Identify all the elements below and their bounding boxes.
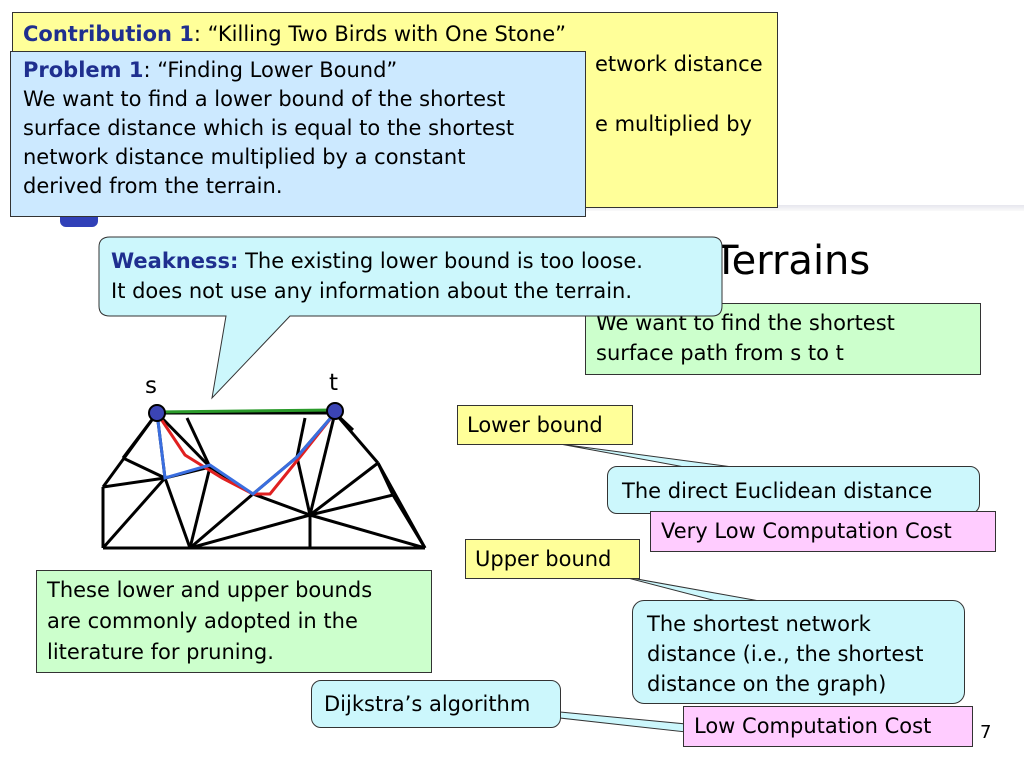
- goal-box: We want to find the shortest surface pat…: [585, 303, 981, 375]
- upper-bound-desc-line-1: The shortest network: [647, 612, 871, 636]
- dijkstra-callout-tail: [559, 711, 687, 733]
- upper-bound-desc-line-2: distance (i.e., the shortest: [647, 642, 924, 666]
- contribution-title-rest: : “Killing Two Birds with One Stone”: [193, 22, 566, 46]
- contribution-line-2: etwork distance: [595, 52, 763, 76]
- vertex-t: [326, 402, 344, 420]
- weakness-line-1-rest: The existing lower bound is too loose.: [238, 249, 643, 273]
- contribution-title-bold: Contribution 1: [23, 22, 194, 46]
- lower-bound-label: Lower bound: [457, 405, 633, 445]
- contribution-line-3: e multiplied by: [595, 112, 752, 136]
- problem-line-1: We want to find a lower bound of the sho…: [23, 87, 506, 111]
- problem-line-3: network distance multiplied by a constan…: [23, 145, 466, 169]
- network-path: [155, 412, 337, 496]
- problem-line-4: derived from the terrain.: [23, 174, 283, 198]
- contribution-title: Contribution 1: “Killing Two Birds with …: [23, 19, 767, 49]
- euclidean-path: [156, 408, 336, 414]
- goal-line-2: surface path from s to t: [596, 341, 844, 365]
- upper-bound-desc: The shortest network distance (i.e., the…: [632, 600, 965, 704]
- dijkstra-callout: Dijkstra’s algorithm: [311, 680, 561, 728]
- upper-bound-desc-line-3: distance on the graph): [647, 672, 887, 696]
- upper-bound-label: Upper bound: [465, 539, 640, 579]
- pruning-line-2: are commonly adopted in the: [47, 609, 358, 633]
- page-number: 7: [980, 722, 992, 743]
- upper-bound-cost: Low Computation Cost: [683, 706, 973, 747]
- problem-title-rest: : “Finding Lower Bound”: [143, 58, 398, 82]
- weakness-line-1: Weakness: The existing lower bound is to…: [111, 246, 643, 276]
- slide-title: Terrains: [714, 238, 871, 284]
- pruning-note: These lower and upper bounds are commonl…: [36, 570, 432, 673]
- lower-bound-cost: Very Low Computation Cost: [650, 511, 996, 552]
- vertex-t-label: t: [329, 370, 339, 396]
- terrain-mesh: [101, 411, 427, 550]
- weakness-label: Weakness:: [111, 249, 239, 273]
- vertex-s: [148, 404, 166, 422]
- vertex-s-label: s: [145, 373, 157, 399]
- upper-bound-callout-tail: [619, 575, 766, 603]
- problem-line-2: surface distance which is equal to the s…: [23, 116, 515, 140]
- pruning-line-3: literature for pruning.: [47, 640, 274, 664]
- problem-title: Problem 1: “Finding Lower Bound”: [23, 56, 573, 85]
- weakness-line-2: It does not use any information about th…: [111, 279, 633, 303]
- lower-bound-desc: The direct Euclidean distance: [607, 466, 980, 514]
- problem-title-bold: Problem 1: [23, 58, 144, 82]
- surface-path: [155, 412, 337, 496]
- lower-bound-callout-tail: [559, 443, 741, 469]
- weakness-callout-shape: [98, 236, 723, 400]
- weakness-text: Weakness: The existing lower bound is to…: [111, 246, 643, 306]
- pruning-line-1: These lower and upper bounds: [47, 578, 373, 602]
- problem-box: Problem 1: “Finding Lower Bound” We want…: [10, 51, 586, 217]
